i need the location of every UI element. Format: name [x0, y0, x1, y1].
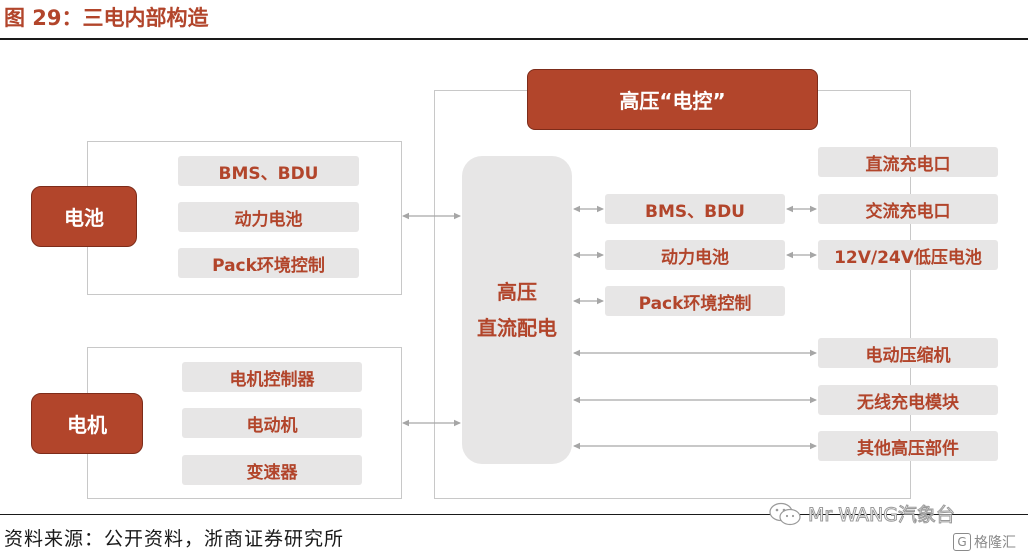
right-item-low-voltage-battery-label: 12V/24V低压电池 — [834, 247, 982, 268]
motor-item-transmission: 变速器 — [182, 455, 362, 485]
battery-item-pack-control: Pack环境控制 — [178, 248, 359, 278]
right-item-wireless-charging: 无线充电模块 — [818, 385, 998, 415]
motor-item-electric-motor: 电动机 — [182, 408, 362, 438]
bottom-divider — [0, 514, 1028, 515]
motor-item-controller-label: 电机控制器 — [229, 369, 315, 390]
control-inner-bms-label: BMS、BDU — [645, 201, 745, 222]
watermark-logo: G 格隆汇 — [953, 532, 1016, 552]
control-inner-bms: BMS、BDU — [605, 194, 785, 224]
right-item-ac-charge-port-label: 交流充电口 — [865, 201, 951, 222]
watermark-text: Mr WANG汽象台 — [808, 504, 956, 527]
right-item-other-hv-parts: 其他高压部件 — [818, 431, 998, 461]
battery-item-power-battery: 动力电池 — [178, 202, 359, 232]
control-inner-power-battery: 动力电池 — [605, 240, 785, 270]
hv-dc-distribution-box: 高压 直流配电 — [462, 156, 572, 464]
right-item-electric-compressor-label: 电动压缩机 — [865, 345, 951, 366]
right-item-wireless-charging-label: 无线充电模块 — [857, 392, 959, 413]
control-inner-pack-control-label: Pack环境控制 — [638, 293, 752, 314]
watermark-logo-text: 格隆汇 — [974, 535, 1016, 551]
motor-label: 电机 — [67, 413, 107, 437]
battery-item-bms-label: BMS、BDU — [218, 163, 319, 184]
control-inner-pack-control: Pack环境控制 — [605, 286, 785, 316]
right-item-electric-compressor: 电动压缩机 — [818, 338, 998, 368]
right-item-other-hv-parts-label: 其他高压部件 — [857, 438, 959, 459]
right-item-dc-charge-port: 直流充电口 — [818, 147, 998, 177]
battery-item-power-battery-label: 动力电池 — [234, 209, 303, 230]
control-inner-power-battery-label: 动力电池 — [661, 247, 729, 268]
distribution-line-2: 直流配电 — [477, 316, 557, 340]
right-item-dc-charge-port-label: 直流充电口 — [865, 154, 951, 175]
source-note: 资料来源：公开资料，浙商证券研究所 — [4, 528, 345, 550]
motor-item-controller: 电机控制器 — [182, 362, 362, 392]
control-title: 高压“电控” — [619, 89, 726, 113]
motor-label-box: 电机 — [31, 393, 143, 454]
figure-title: 图 29：三电内部构造 — [4, 6, 209, 30]
motor-item-transmission-label: 变速器 — [246, 462, 298, 483]
battery-item-pack-control-label: Pack环境控制 — [212, 255, 325, 276]
battery-item-bms: BMS、BDU — [178, 156, 359, 186]
watermark: Mr WANG汽象台 — [768, 500, 955, 527]
battery-label: 电池 — [64, 206, 104, 230]
motor-item-electric-motor-label: 电动机 — [246, 415, 298, 436]
control-title-box: 高压“电控” — [527, 69, 818, 130]
right-item-ac-charge-port: 交流充电口 — [818, 194, 998, 224]
battery-label-box: 电池 — [31, 186, 137, 247]
right-item-low-voltage-battery: 12V/24V低压电池 — [818, 240, 998, 270]
top-divider — [0, 38, 1028, 40]
distribution-line-1: 高压 — [497, 280, 537, 304]
watermark-logo-icon: G — [953, 533, 971, 551]
wechat-icon — [769, 502, 801, 525]
